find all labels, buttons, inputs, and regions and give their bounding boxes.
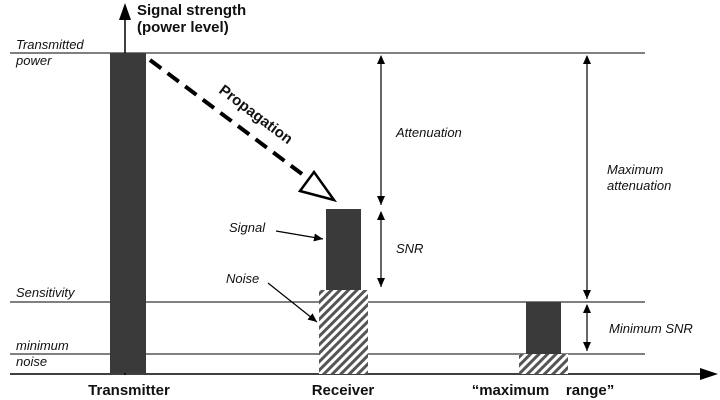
receiver-label: Receiver [312, 382, 375, 399]
receiver-signal-bar [326, 209, 361, 290]
minimum-noise-label-line1: minimum [16, 338, 69, 353]
propagation-label: Propagation [216, 82, 296, 148]
signal-label: Signal [229, 220, 266, 235]
receiver-noise-bar [319, 290, 368, 374]
y-axis-title-line2: (power level) [137, 19, 229, 36]
signal-pointer-arrow [275, 230, 324, 242]
transmitter-bar [110, 53, 146, 373]
attenuation-label: Attenuation [395, 125, 462, 140]
minimum-noise-label-line2: noise [16, 354, 47, 369]
x-axis-arrowhead [700, 368, 718, 380]
max-range-signal-bar [526, 302, 561, 354]
y-axis-arrowhead [119, 3, 131, 20]
transmitted-power-label-line2: power [15, 53, 52, 68]
max-range-noise-bar [519, 354, 568, 374]
sensitivity-label: Sensitivity [16, 285, 76, 300]
transmitted-power-label-line1: Transmitted [16, 37, 84, 52]
minimum-snr-label: Minimum SNR [609, 321, 693, 336]
y-axis-title-line1: Signal strength [137, 2, 246, 19]
noise-label: Noise [226, 271, 259, 286]
transmitter-label: Transmitter [88, 382, 170, 399]
snr-label: SNR [396, 241, 423, 256]
propagation-arrow [148, 58, 320, 188]
max-attenuation-label-line1: Maximum [607, 162, 664, 177]
noise-pointer-arrow [267, 282, 318, 323]
propagation-arrowhead [297, 169, 338, 203]
max-attenuation-label-line2: attenuation [607, 178, 671, 193]
maximum-range-label: “maximum range” [472, 382, 615, 399]
